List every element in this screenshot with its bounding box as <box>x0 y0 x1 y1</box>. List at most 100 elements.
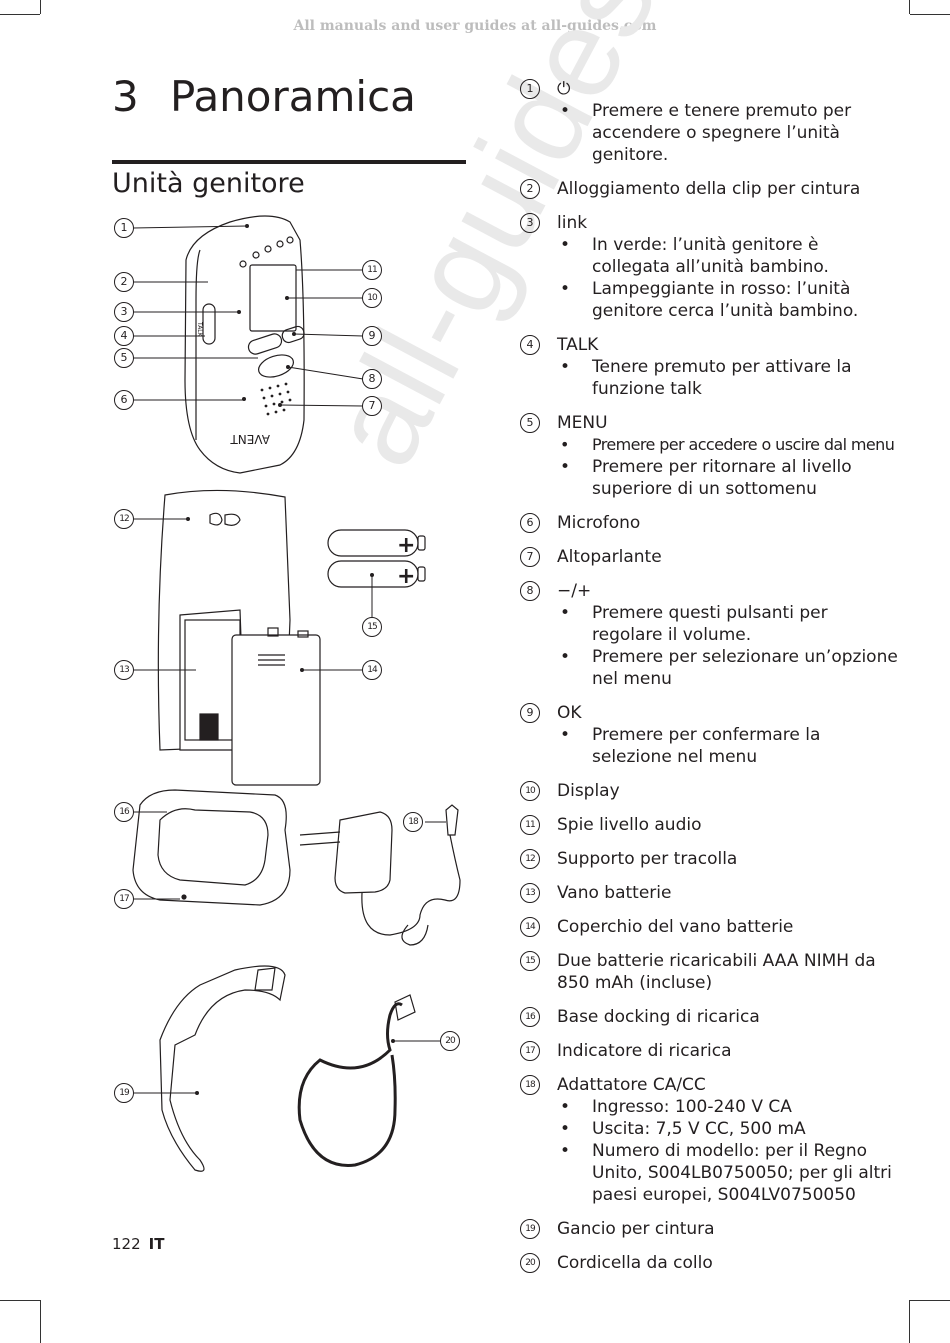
callout-number: 10 <box>362 288 382 308</box>
language-code: IT <box>148 1235 165 1253</box>
list-item: 8 −/+Premere questi pulsanti per regolare… <box>520 580 900 690</box>
item-title: Base docking di ricarica <box>557 1007 760 1027</box>
page-footer: 122 IT <box>112 1235 164 1253</box>
list-item: 1 ⏻Premere e tenere premuto per accendere… <box>520 78 900 166</box>
callout-number: 19 <box>114 1083 134 1103</box>
callout-lines <box>132 224 446 1095</box>
crop-mark <box>0 14 40 15</box>
item-number: 4 <box>520 335 540 355</box>
list-item: 12 Supporto per tracolla <box>520 848 900 870</box>
page-number: 122 <box>112 1235 141 1253</box>
item-number: 2 <box>520 179 540 199</box>
list-item: 3linkIn verde: l’unità genitore è colleg… <box>520 212 900 322</box>
item-title: Adattatore CA/CC <box>557 1075 706 1095</box>
item-bullet: Premere per confermare la selezione nel … <box>557 724 900 768</box>
item-number: 16 <box>520 1007 540 1027</box>
product-illustration: AVENT TALK + + <box>132 215 461 1172</box>
callout-number: 8 <box>362 369 382 389</box>
item-bullet: Premere questi pulsanti per regolare il … <box>557 602 900 646</box>
item-number: 18 <box>520 1075 540 1095</box>
item-number: 10 <box>520 781 540 801</box>
svg-text:+: + <box>397 564 415 589</box>
item-title: MENU <box>557 413 608 433</box>
item-bullet: Lampeggiante in rosso: l’unità genitore … <box>557 278 900 322</box>
item-bullet: Premere e tenere premuto per accendere o… <box>557 100 900 166</box>
callout-number: 16 <box>114 802 134 822</box>
item-number: 13 <box>520 883 540 903</box>
batteries-drawing: + + <box>327 529 426 589</box>
list-item: 20 Cordicella da collo <box>520 1252 900 1274</box>
crop-mark <box>909 1300 910 1343</box>
list-item: 13 Vano batterie <box>520 882 900 904</box>
item-title: Gancio per cintura <box>557 1219 715 1239</box>
crop-mark <box>910 14 950 15</box>
brand-label: AVENT <box>230 432 270 446</box>
callout-number: 3 <box>114 302 134 322</box>
belt-clip-drawing <box>159 965 286 1172</box>
item-title: Due batterie ricaricabili AAA NIMH da 85… <box>557 951 876 993</box>
item-bullet: Premere per accedere o uscire dal menu <box>557 434 900 456</box>
callout-number: 12 <box>114 509 134 529</box>
item-title: Microfono <box>557 513 641 533</box>
parent-unit-drawing: AVENT TALK <box>184 215 305 474</box>
callout-number: 20 <box>440 1031 460 1051</box>
chapter-title: Panoramica <box>170 72 416 121</box>
adapter-drawing <box>299 804 461 946</box>
section-title: Unità genitore <box>112 168 305 199</box>
callout-number: 7 <box>362 396 382 416</box>
list-item: 2 Alloggiamento della clip per cintura <box>520 178 900 200</box>
crop-mark <box>0 1300 40 1301</box>
item-number: 20 <box>520 1253 540 1273</box>
list-item: 11 Spie livello audio <box>520 814 900 836</box>
item-bullet: Numero di modello: per il Regno Unito, S… <box>557 1140 900 1206</box>
svg-text:+: + <box>397 533 415 558</box>
crop-mark <box>40 1300 41 1343</box>
chapter-number: 3 <box>112 72 139 121</box>
callout-number: 11 <box>362 260 382 280</box>
list-item: 17 Indicatore di ricarica <box>520 1040 900 1062</box>
item-number: 12 <box>520 849 540 869</box>
item-number: 3 <box>520 213 540 233</box>
item-title: Indicatore di ricarica <box>557 1041 732 1061</box>
item-title: TALK <box>557 335 599 355</box>
item-number: 1 <box>520 79 540 99</box>
item-title: Display <box>557 781 620 801</box>
item-number: 17 <box>520 1041 540 1061</box>
item-bullet: Premere per selezionare un’opzione nel m… <box>557 646 900 690</box>
item-title: ⏻ <box>557 79 571 99</box>
item-number: 8 <box>520 581 540 601</box>
list-item: 7 Altoparlante <box>520 546 900 568</box>
item-title: OK <box>557 703 582 723</box>
item-title: link <box>557 213 588 233</box>
item-list: 1 ⏻Premere e tenere premuto per accendere… <box>520 78 900 1286</box>
list-item: 16 Base docking di ricarica <box>520 1006 900 1028</box>
heading-rule <box>112 160 466 164</box>
item-title: Coperchio del vano batterie <box>557 917 794 937</box>
site-banner: All manuals and user guides at all-guide… <box>293 18 657 34</box>
item-title: Spie livello audio <box>557 815 702 835</box>
item-bullet: Tenere premuto per attivare la funzione … <box>557 356 900 400</box>
item-title: Supporto per tracolla <box>557 849 738 869</box>
item-bullet: Uscita: 7,5 V CC, 500 mA <box>557 1118 900 1140</box>
item-number: 7 <box>520 547 540 567</box>
item-number: 11 <box>520 815 540 835</box>
callout-number: 4 <box>114 326 134 346</box>
crop-mark <box>910 1300 950 1301</box>
item-title: Cordicella da collo <box>557 1253 713 1273</box>
item-title: Vano batterie <box>557 883 672 903</box>
crop-mark <box>909 0 910 14</box>
list-item: 5MENUPremere per accedere o uscire dal m… <box>520 412 900 500</box>
list-item: 10 Display <box>520 780 900 802</box>
callout-number: 2 <box>114 272 134 292</box>
item-number: 14 <box>520 917 540 937</box>
lanyard-drawing <box>297 994 416 1167</box>
item-title: −/+ <box>557 581 592 601</box>
list-item: 4 TALKTenere premuto per attivare la funz… <box>520 334 900 400</box>
item-bullet: Premere per ritornare al livello superio… <box>557 456 900 500</box>
crop-mark <box>40 0 41 14</box>
item-title: Altoparlante <box>557 547 662 567</box>
item-title: Alloggiamento della clip per cintura <box>557 179 861 199</box>
